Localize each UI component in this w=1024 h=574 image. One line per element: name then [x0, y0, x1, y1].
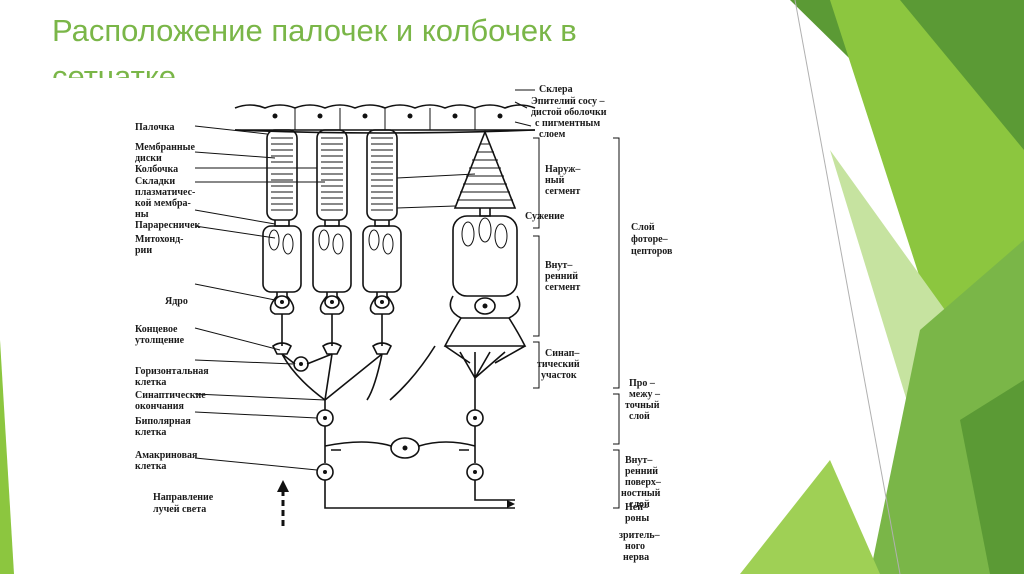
label-synaptic-area-3: участок [541, 370, 577, 381]
synaptic-connections [281, 345, 526, 509]
label-light-direction: Направление [153, 492, 214, 503]
label-amacrine-2: клетка [135, 461, 166, 472]
label-epithelium-3: с пигментным [535, 118, 600, 129]
label-inner-surface-layer-5: слой [629, 499, 650, 510]
label-terminal-2: утолщение [135, 335, 185, 346]
label-folds: Складки [135, 176, 175, 187]
label-optic-neurons-3: зритель– [619, 530, 661, 541]
label-inner-segment: Внут– [545, 260, 573, 271]
label-epithelium: Эпителий сосу – [531, 96, 606, 107]
layer-label-group: Слой фоторе– цепторов Про – межу – точны… [621, 222, 673, 510]
deco-thin-line [794, 0, 901, 574]
label-constriction: Сужение [525, 211, 565, 222]
label-photoreceptor-layer-2: фоторе– [631, 234, 669, 245]
label-bipolar-2: клетка [135, 427, 166, 438]
deco-shape-lower-mid [740, 460, 880, 574]
title-line-1: Расположение палочек и колбочек в [52, 13, 577, 48]
label-rod: Палочка [135, 122, 174, 133]
label-membrane-disks: Мембранные [135, 142, 195, 153]
label-membrane-disks-2: диски [135, 153, 162, 164]
label-synaptic-endings-2: окончания [135, 401, 185, 412]
label-optic-neurons: Ней– [625, 502, 649, 513]
label-outer-segment: Наруж– [545, 164, 581, 175]
label-photoreceptor-layer: Слой [631, 222, 655, 233]
label-intermediate-layer-4: слой [629, 411, 650, 422]
cone-cell [443, 129, 527, 347]
pigment-epithelium [234, 104, 536, 134]
label-outer-segment-3: сегмент [545, 186, 580, 197]
label-folds-3: кой мембра- [135, 198, 191, 209]
rod-cell-1 [262, 129, 302, 355]
label-optic-neurons-5: нерва [623, 552, 649, 563]
right-label-group: Склера Эпителий сосу – дистой оболочки с… [525, 84, 661, 563]
epithelium-nuclei [272, 113, 503, 119]
rod-cell-2 [312, 129, 352, 355]
label-inner-surface-layer-2: ренний [625, 466, 658, 477]
label-terminal: Концевое [135, 324, 178, 335]
deco-left-bar [0, 340, 14, 574]
label-inner-surface-layer-4: ностный [621, 488, 661, 499]
label-optic-neurons-4: ного [625, 541, 645, 552]
label-intermediate-layer-3: точный [625, 400, 660, 411]
light-direction-arrow [277, 480, 289, 526]
label-intermediate-layer-2: межу – [629, 389, 661, 400]
deco-shape-dark-bottom [960, 380, 1024, 574]
slide-title: Расположение палочек и колбочек в сетчат… [52, 8, 752, 78]
label-synaptic-area: Синап– [545, 348, 580, 359]
label-epithelium-4: слоем [539, 129, 565, 140]
label-amacrine: Амакриновая [135, 450, 198, 461]
label-outer-segment-2: ный [545, 175, 565, 186]
label-inner-surface-layer: Внут– [625, 455, 653, 466]
label-horizontal-cell-2: клетка [135, 377, 166, 388]
label-cone: Колбочка [135, 164, 178, 175]
label-inner-segment-2: ренний [545, 271, 578, 282]
label-horizontal-cell: Горизонтальная [135, 366, 209, 377]
label-mitochondria: Митохонд- [135, 234, 184, 245]
rod-cell-3 [362, 129, 402, 355]
label-bipolar: Биполярная [135, 416, 191, 427]
right-brackets [533, 137, 620, 509]
label-optic-neurons-2: роны [625, 513, 649, 524]
label-light-direction-2: лучей света [153, 504, 206, 515]
left-label-group: Палочка Мембранные диски Колбочка Складк… [135, 122, 214, 515]
left-pointer-lines [194, 89, 535, 471]
label-synaptic-endings: Синаптические [135, 390, 206, 401]
label-inner-segment-3: сегмент [545, 282, 580, 293]
label-photoreceptor-layer-3: цепторов [631, 246, 673, 257]
label-epithelium-2: дистой оболочки [531, 107, 607, 118]
label-cilia: Параресничек [135, 220, 201, 231]
label-nucleus: Ядро [165, 296, 188, 307]
label-mitochondria-2: рии [135, 245, 152, 256]
label-intermediate-layer: Про – [629, 378, 656, 389]
label-synaptic-area-2: тический [537, 359, 580, 370]
deco-shape-mid [830, 0, 1024, 340]
label-sclera: Склера [539, 84, 573, 95]
title-line-2: сетчатке [52, 59, 176, 78]
retina-diagram: Палочка Мембранные диски Колбочка Складк… [135, 84, 673, 563]
label-folds-2: плазматичес- [135, 187, 195, 198]
label-inner-surface-layer-3: поверх– [625, 477, 662, 488]
label-folds-4: ны [135, 209, 149, 220]
